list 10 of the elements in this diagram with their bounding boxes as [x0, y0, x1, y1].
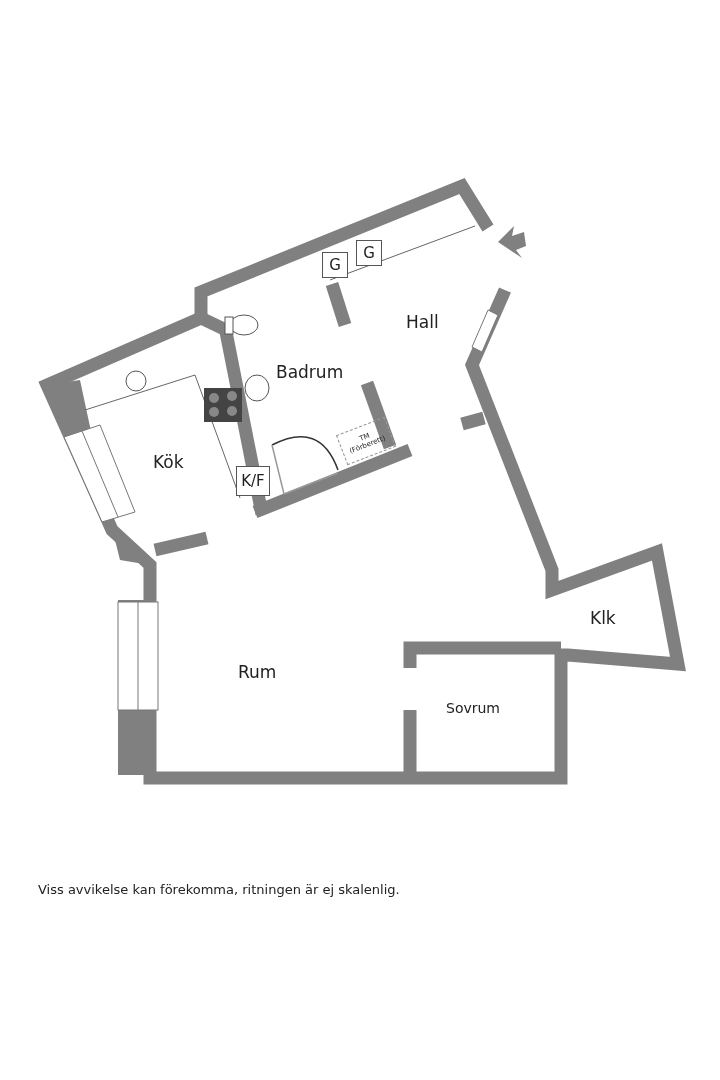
disclaimer-note: Viss avvikelse kan förekomma, ritningen är ej skalenlig.: [38, 882, 400, 897]
room-label: Hall: [406, 312, 439, 332]
room-label: Sovrum: [446, 700, 500, 716]
room-label: Rum: [238, 662, 277, 682]
storage-unit: K/F: [236, 466, 270, 496]
room-label: Kök: [153, 452, 184, 472]
room-label: Klk: [590, 608, 616, 628]
storage-unit: G: [356, 240, 382, 266]
storage-unit: G: [322, 252, 348, 278]
room-label: Badrum: [276, 362, 344, 382]
